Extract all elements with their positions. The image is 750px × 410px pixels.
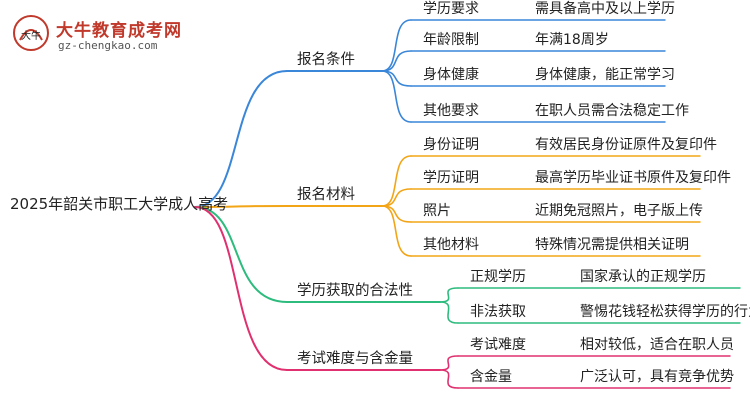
leaf-key: 身份证明 [423, 137, 479, 153]
leaf-connector [439, 287, 459, 303]
leaf-key: 其他要求 [423, 103, 479, 119]
branch-connector [194, 206, 288, 303]
leaf-key: 含金量 [470, 369, 512, 385]
leaf-connector [381, 70, 412, 123]
leaf-connector [439, 301, 459, 324]
leaf-connector [439, 369, 459, 389]
leaf-key: 身体健康 [423, 67, 479, 83]
leaf-value: 年满18周岁 [535, 32, 609, 48]
branch-connector [194, 206, 288, 371]
leaf-connector [381, 205, 412, 257]
leaf-value: 警惕花钱轻松获得学历的行为 [580, 304, 750, 320]
branch-connector [194, 70, 288, 208]
leaf-key: 学历证明 [423, 170, 479, 186]
branch-label: 报名材料 [297, 187, 355, 203]
leaf-value: 近期免冠照片，电子版上传 [535, 203, 703, 219]
svg-text:大牛: 大牛 [21, 29, 41, 42]
leaf-value: 相对较低，适合在职人员 [580, 337, 734, 353]
leaf-key: 学历要求 [423, 1, 479, 17]
logo-url: gz-chengkao.com [58, 39, 158, 52]
root-node: 2025年韶关市职工大学成人高考 [10, 195, 229, 213]
leaf-connector [381, 188, 412, 207]
branch-label: 学历获取的合法性 [297, 283, 413, 299]
leaf-value: 广泛认可，具有竞争优势 [580, 369, 734, 385]
leaf-connector [381, 19, 412, 72]
leaf-connector [381, 50, 412, 72]
leaf-value: 国家承认的正规学历 [580, 269, 706, 285]
logo-title: 大牛教育成考网 [56, 21, 182, 41]
leaf-key: 考试难度 [470, 337, 526, 353]
leaf-connector [381, 205, 412, 223]
leaf-key: 非法获取 [470, 304, 526, 320]
leaf-value: 有效居民身份证原件及复印件 [535, 137, 717, 153]
site-logo[interactable]: 大牛 大牛教育成考网 gz-chengkao.com [12, 12, 222, 56]
leaf-value: 在职人员需合法稳定工作 [535, 103, 689, 119]
leaf-key: 照片 [423, 203, 451, 219]
leaf-value: 需具备高中及以上学历 [535, 1, 675, 17]
leaf-value: 身体健康，能正常学习 [535, 67, 675, 83]
branch-label: 报名条件 [297, 52, 355, 68]
leaf-key: 其他材料 [423, 237, 479, 253]
leaf-connector [381, 155, 412, 207]
logo-badge-icon: 大牛 [13, 15, 49, 51]
leaf-value: 最高学历毕业证书原件及复印件 [535, 170, 731, 186]
branch-connector [194, 205, 288, 208]
leaf-key: 年龄限制 [423, 32, 479, 48]
leaf-connector [439, 355, 459, 371]
leaf-key: 正规学历 [470, 269, 526, 285]
branch-label: 考试难度与含金量 [297, 351, 413, 367]
leaf-connector [381, 70, 412, 87]
leaf-value: 特殊情况需提供相关证明 [535, 237, 689, 253]
